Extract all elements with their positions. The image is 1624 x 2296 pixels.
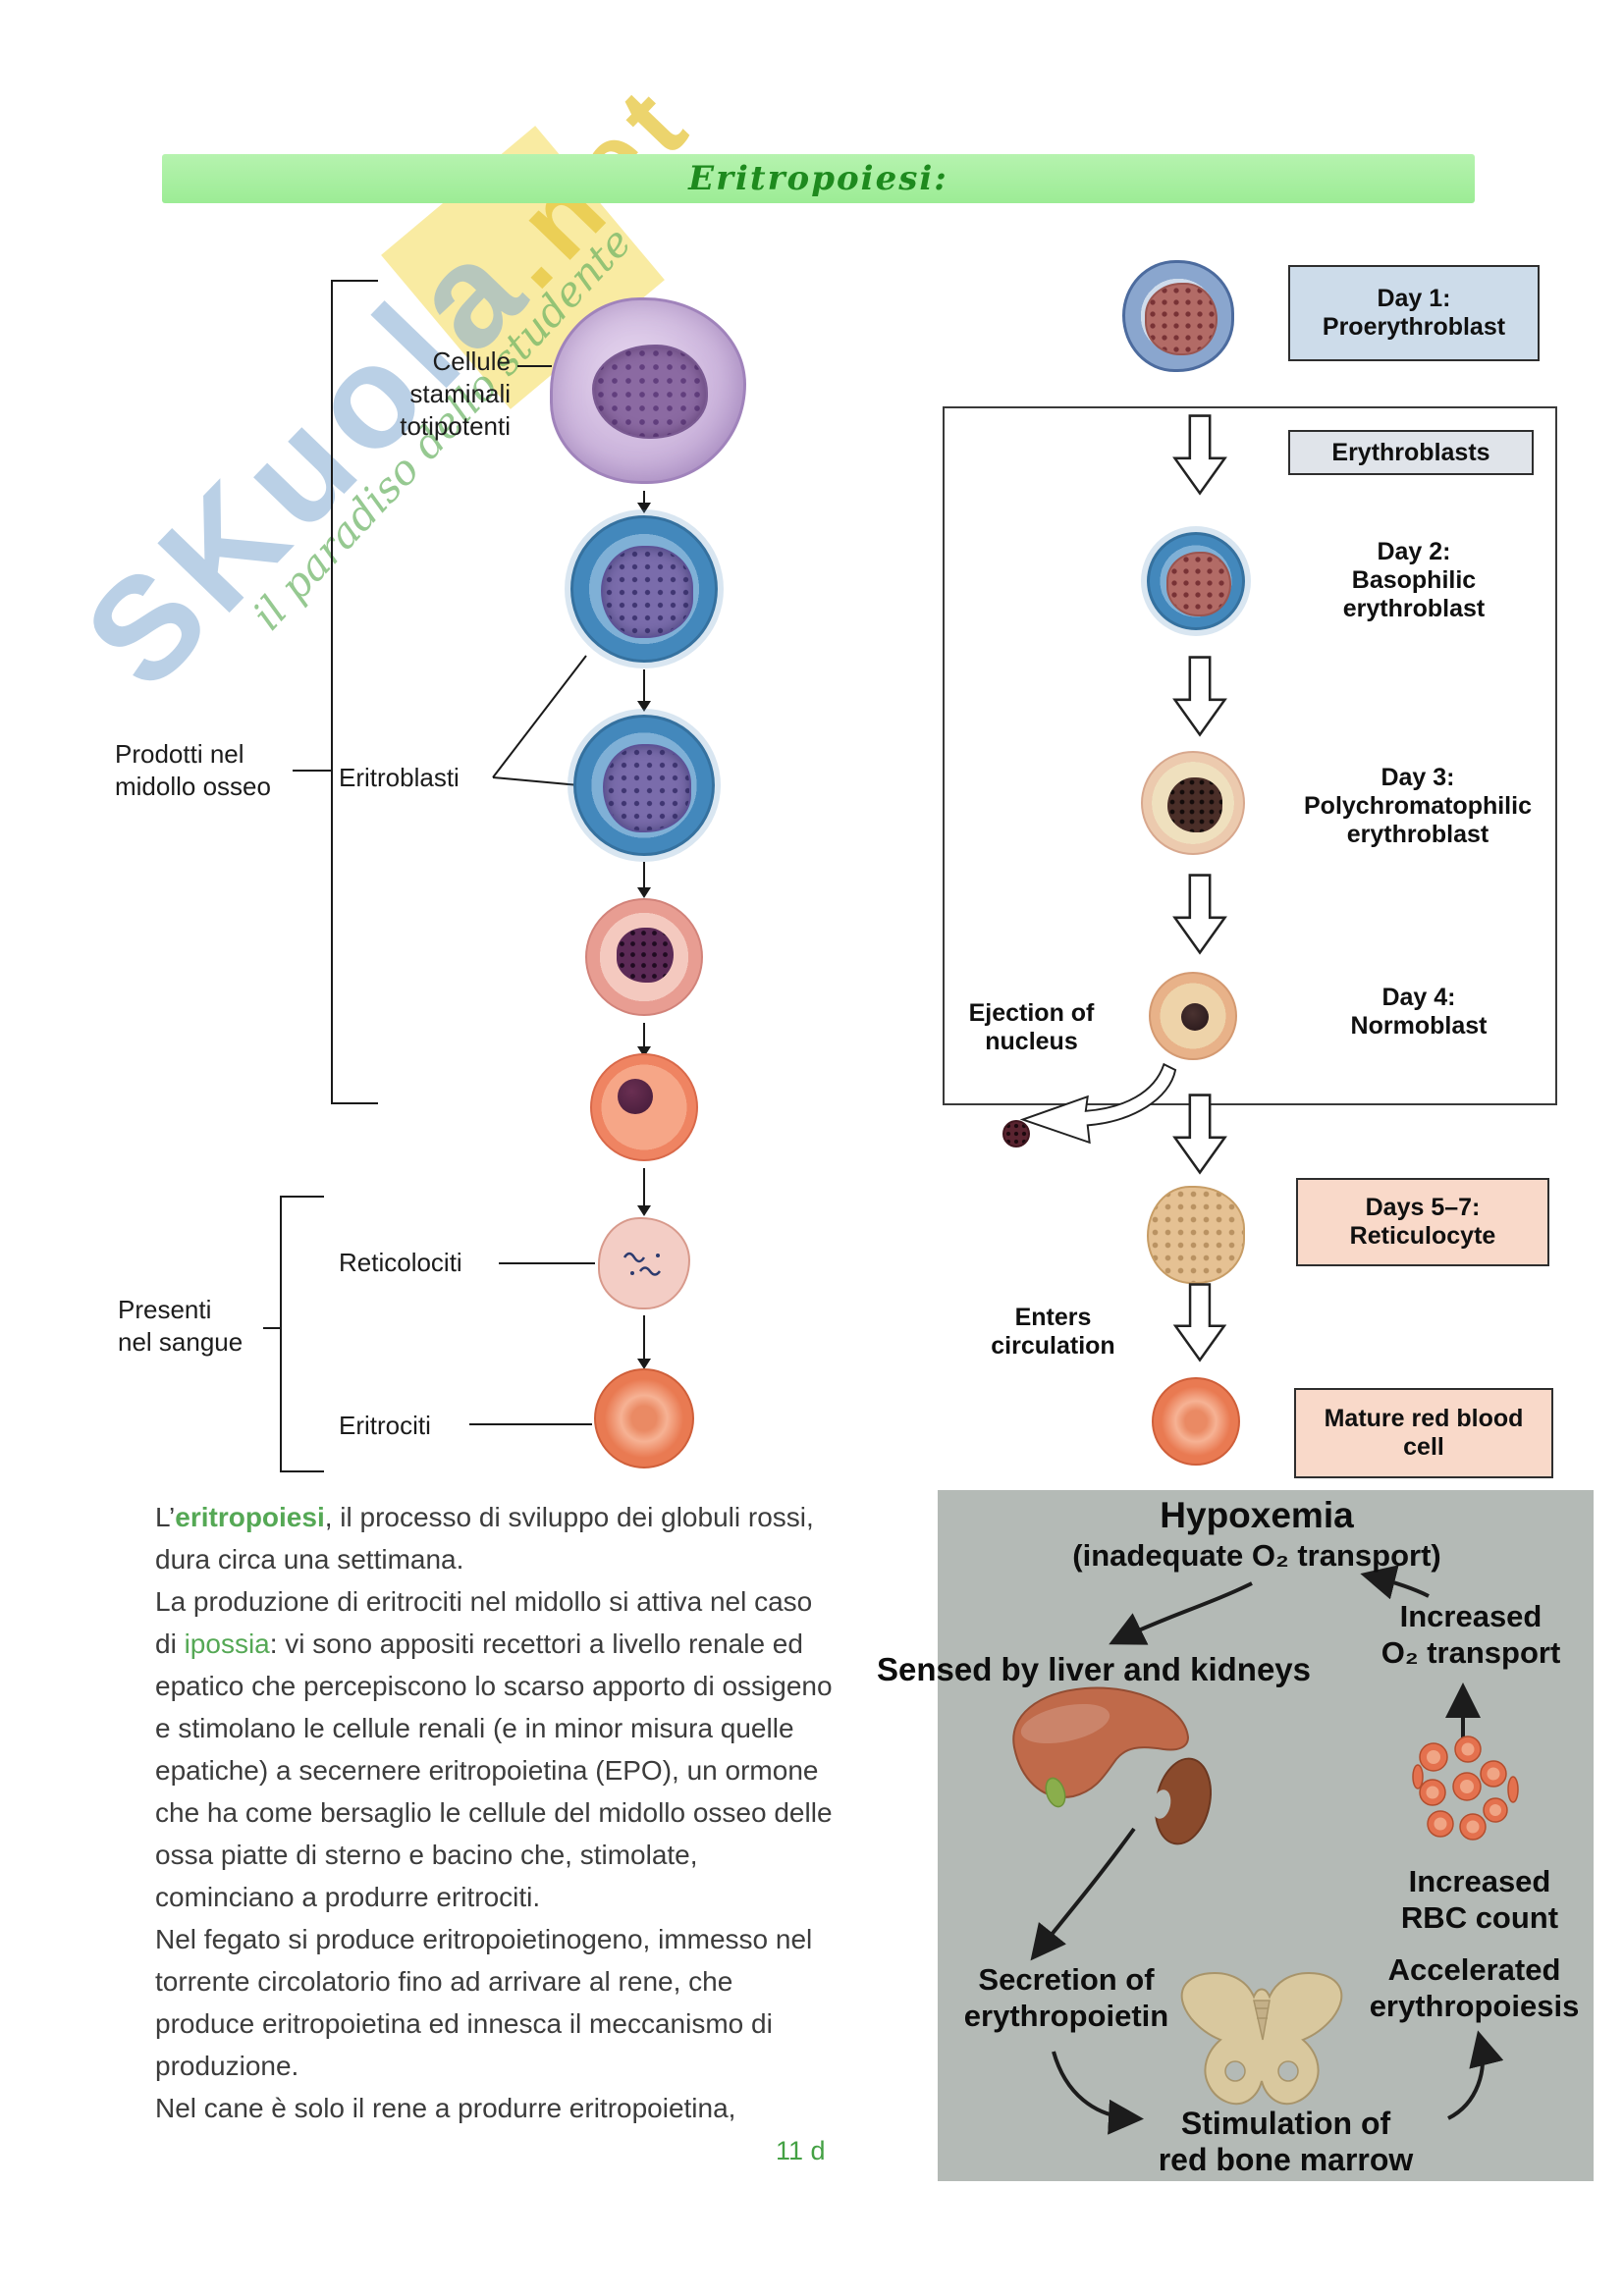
body-text-segment: : vi sono appositi recettori a livello r… (155, 1629, 833, 2123)
rbc-cluster-illustration (1412, 1735, 1519, 1841)
erythrocytes-label: Eritrociti (339, 1411, 431, 1440)
stem-cells-label: Cellule staminali totipotenti (400, 347, 511, 441)
down-arrow-icon (1172, 1283, 1227, 1362)
cell-nucleus (1166, 552, 1231, 616)
basophilic-erythroblast-cell (570, 515, 718, 663)
cell-nucleus (1167, 777, 1222, 832)
ejected-nucleus (1002, 1120, 1030, 1148)
polychromatophilic-cell (585, 898, 703, 1016)
keyword-eritropoiesi: eritropoiesi (175, 1502, 325, 1532)
liver-illustration (1012, 1686, 1190, 1808)
normoblast-cell (1149, 972, 1237, 1060)
body-text-segment: , il processo di sviluppo dei globuli ro… (155, 1502, 814, 1659)
down-arrow-icon (637, 669, 651, 712)
down-arrow-icon (637, 1023, 651, 1057)
header-bar: Eritropoiesi: (162, 154, 1475, 203)
down-arrow-icon (637, 862, 651, 898)
day3-label: Day 3: Polychromatophilic erythroblast (1304, 764, 1532, 848)
reticulocyte-cell (1147, 1186, 1245, 1284)
bone-marrow-group-label: Prodotti nel midollo osseo (115, 739, 271, 801)
erythroblast-cell (573, 715, 715, 856)
secretion-label: Secretion of erythropoietin (963, 1962, 1169, 2033)
hypoxemia-title: Hypoxemia (1160, 1495, 1354, 1535)
erythrocytes-connector (469, 1423, 592, 1425)
sensed-label: Sensed by liver and kidneys (876, 1651, 1312, 1687)
days5-7-label-box: Days 5–7: Reticulocyte (1296, 1178, 1549, 1266)
basophilic-erythroblast-cell (1147, 532, 1245, 630)
down-arrow-icon (637, 491, 651, 513)
stem-cell-nucleus (592, 345, 708, 439)
stem-cells-connector (517, 365, 552, 367)
down-arrow-icon (1172, 1094, 1227, 1175)
erythroblasts-frame (943, 406, 1557, 1105)
day2-label: Day 2: Basophilic erythroblast (1342, 538, 1486, 622)
cell-nucleus (1145, 283, 1218, 355)
stimulation-label: Stimulation of red bone marrow (1158, 2106, 1414, 2177)
hypoxemia-subtitle: (inadequate O₂ transport) (1072, 1538, 1441, 1573)
reticulocyte-cell (598, 1217, 690, 1309)
bone-marrow-bracket-tick-top (331, 280, 378, 282)
stem-cell-illustration (550, 297, 746, 484)
increased-o2-label: Increased O₂ transport (1380, 1599, 1561, 1670)
cell-nucleus (617, 928, 674, 983)
erythroblasts-label-box: Erythroblasts (1288, 430, 1534, 475)
normoblast-cell (590, 1053, 698, 1161)
increased-rbc-label: Increased RBC count (1400, 1864, 1559, 1935)
proerythroblast-cell (1122, 260, 1234, 372)
accelerated-label: Accelerated erythropoiesis (1369, 1952, 1580, 2023)
down-arrow-icon (637, 1315, 651, 1369)
ejection-arrow-icon (1019, 1062, 1177, 1145)
blood-bracket-line (280, 1196, 282, 1472)
page-title: Eritropoiesi: (688, 159, 948, 198)
bone-marrow-bracket-line (331, 280, 333, 1104)
pelvis-illustration (1180, 1971, 1343, 2106)
watermark-brand-name: SKuola (54, 203, 561, 719)
down-arrow-icon (1172, 414, 1227, 496)
blood-group-label: Presenti nel sangue (118, 1295, 244, 1357)
page-number: 11 d (776, 2136, 826, 2165)
reticulocytes-label: Reticolociti (339, 1248, 462, 1277)
cell-nucleus (601, 546, 693, 638)
body-text: L’eritropoiesi, il processo di sviluppo … (155, 1496, 838, 2129)
mature-red-blood-cell (1152, 1377, 1240, 1466)
day1-label-box: Day 1: Proerythroblast (1288, 265, 1540, 361)
mature-rbc-label-box: Mature red blood cell (1294, 1388, 1553, 1478)
cell-nucleus (603, 744, 691, 832)
down-arrow-icon (1172, 656, 1227, 737)
blood-bracket-tick-top (280, 1196, 324, 1198)
kidney-illustration (1152, 1757, 1212, 1845)
blood-label-connector (263, 1327, 280, 1329)
ejection-of-nucleus-label: Ejection of nucleus (968, 999, 1095, 1055)
bone-marrow-bracket-tick-bottom (331, 1102, 378, 1104)
day4-label: Day 4: Normoblast (1350, 984, 1488, 1040)
erythroblasts-label: Eritroblasti (339, 763, 460, 792)
erythroblasts-connector-lines (492, 655, 587, 786)
polychromatophilic-erythroblast-cell (1141, 751, 1245, 855)
down-arrow-icon (637, 1168, 651, 1216)
cell-nucleus (618, 1079, 653, 1114)
bone-marrow-label-connector (293, 770, 331, 772)
keyword-ipossia: ipossia (184, 1629, 270, 1659)
body-text-segment: L’ (155, 1502, 176, 1532)
cell-nucleus (1181, 1003, 1209, 1031)
reticulum-marks-icon (623, 1252, 662, 1276)
erythrocyte-cell (594, 1368, 694, 1468)
reticulocytes-connector (499, 1262, 595, 1264)
down-arrow-icon (1172, 874, 1227, 955)
blood-bracket-tick-bottom (280, 1470, 324, 1472)
enters-circulation-label: Enters circulation (991, 1304, 1115, 1360)
feedback-illustrations (1012, 1565, 1519, 2135)
